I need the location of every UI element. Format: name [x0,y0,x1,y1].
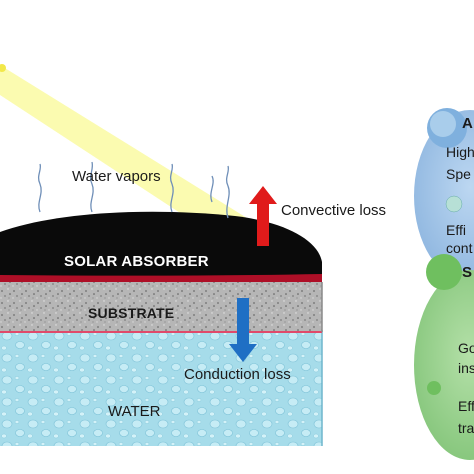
top-bubble-line-4: cont [446,240,473,256]
top-bubble-heading: A [462,115,473,132]
bottom-bubble-heading: S [462,264,473,281]
water-label: WATER [108,403,161,420]
top-bubble-line-2: Spe [446,166,471,182]
sunlight-beam [0,65,318,262]
convective-loss-arrow [249,186,277,246]
sun-icon [0,64,6,72]
top-bubble-line-1: High [446,144,474,160]
top-info-bubble [414,108,474,282]
bottom-bubble-line-2: ins [458,360,474,376]
bottom-bubble-line-4: tra [458,420,474,436]
substrate-layer [0,282,322,332]
water-vapor-wisps [37,161,230,219]
water-layer [0,330,322,446]
bullet-dot [445,195,463,213]
conduction-loss-label: Conduction loss [184,366,291,383]
convective-loss-label: Convective loss [281,202,387,219]
solar-absorber-layer [0,211,322,282]
conduction-loss-arrow [229,298,257,362]
solar-absorber-label: SOLAR ABSORBER [64,253,209,270]
substrate-label: SUBSTRATE [88,305,175,321]
bullet-dot [427,381,441,395]
top-bubble-line-3: Effi [446,222,466,238]
water-vapors-label: Water vapors [72,168,161,185]
bottom-info-bubble [414,254,474,460]
bottom-bubble-line-1: Go [458,340,474,356]
bottom-bubble-line-3: Eff [458,398,474,414]
